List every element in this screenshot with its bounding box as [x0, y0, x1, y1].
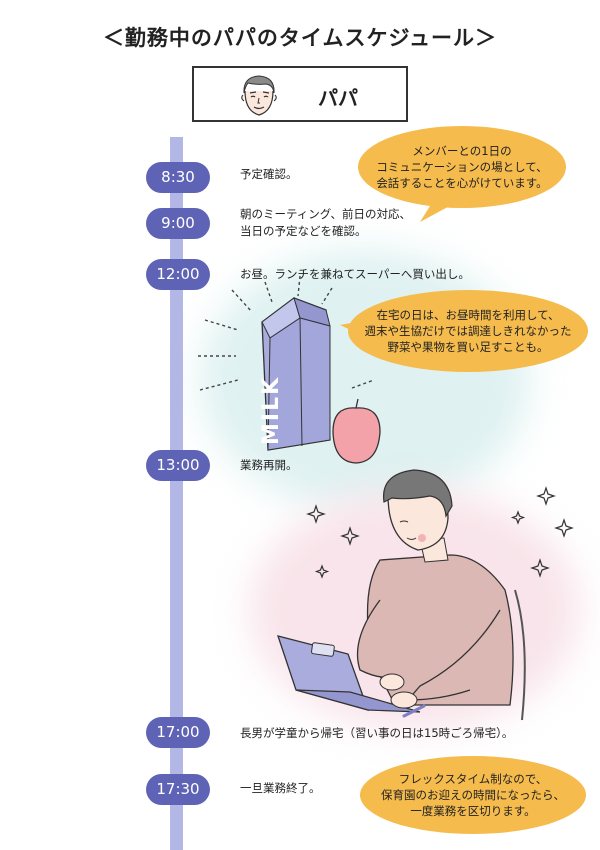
time-pill-0900: 9:00 — [146, 208, 210, 239]
speech-bubble-communication: メンバーとの1日の コミュニケーションの場として、 会話することを心がけています… — [358, 126, 566, 208]
bubble-line: 週末や生協だけでは調達しきれなかった — [364, 324, 572, 338]
event-text-0830: 予定確認。 — [240, 166, 298, 183]
event-line: 長男が学童から帰宅（習い事の日は15時ごろ帰宅）。 — [240, 726, 514, 740]
bubble-line: 野菜や果物を買い足すことも。 — [387, 340, 549, 354]
time-pill-1730: 17:30 — [146, 774, 210, 805]
event-line: お昼。ランチを兼ねてスーパーへ買い出し。 — [240, 267, 470, 281]
bubble-line: 保育園のお迎えの時間になったら、 — [381, 788, 565, 802]
event-line: 一旦業務終了。 — [240, 781, 321, 795]
milk-label: MILK — [259, 376, 284, 445]
time-pill-0830: 8:30 — [146, 162, 210, 193]
bubble-line: フレックスタイム制なので、 — [398, 772, 548, 786]
milk-carton-icon: MILK — [259, 297, 331, 451]
event-text-1200: お昼。ランチを兼ねてスーパーへ買い出し。 — [240, 266, 470, 283]
bubble-line: 一度業務を区切ります。 — [410, 804, 536, 818]
time-pill-1700: 17:00 — [146, 717, 210, 748]
bubble-line: 在宅の日は、お昼時間を利用して、 — [376, 308, 560, 322]
speech-bubble-flextime: フレックスタイム制なので、 保育園のお迎えの時間になったら、 一度業務を区切りま… — [360, 756, 586, 834]
event-text-0900: 朝のミーティング、前日の対応、 当日の予定などを確認。 — [240, 206, 411, 240]
speech-bubble-shopping: 在宅の日は、お昼時間を利用して、 週末や生協だけでは調達しきれなかった 野菜や果… — [348, 290, 588, 372]
sparkle-icons — [306, 486, 574, 579]
timeline-bar — [170, 137, 183, 850]
man-working-illustration — [277, 469, 526, 721]
time-pill-1200: 12:00 — [146, 259, 210, 290]
time-pill-1300: 13:00 — [146, 450, 210, 481]
papa-avatar-icon — [241, 75, 277, 116]
bubble-line: メンバーとの1日の — [412, 144, 512, 158]
emphasis-lines — [198, 275, 375, 391]
bubble-line: コミュニケーションの場として、 — [376, 160, 548, 174]
event-text-1730: 一旦業務終了。 — [240, 780, 321, 797]
event-line: 予定確認。 — [240, 167, 298, 181]
event-line: 朝のミーティング、前日の対応、 — [240, 207, 412, 221]
bubble-line: 会話することを心がけています。 — [376, 176, 548, 190]
page-title: ＜勤務中のパパのタイムスケジュール＞ — [102, 26, 498, 50]
apple-icon — [332, 398, 381, 464]
event-line: 当日の予定などを確認。 — [240, 224, 367, 238]
event-text-1300: 業務再開。 — [240, 457, 298, 474]
event-text-1700: 長男が学童から帰宅（習い事の日は15時ごろ帰宅）。 — [240, 725, 513, 742]
profile-name: パパ — [318, 86, 358, 110]
profile-card: パパ — [192, 66, 408, 122]
event-line: 業務再開。 — [240, 458, 298, 472]
